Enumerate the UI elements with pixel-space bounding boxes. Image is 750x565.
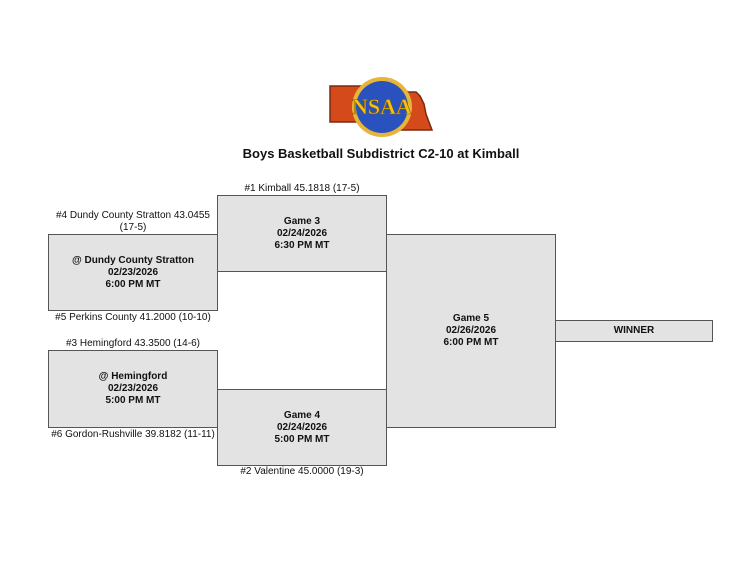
nsaa-logo: NSAA xyxy=(329,77,434,137)
game-name: @ Dundy County Stratton xyxy=(72,254,194,266)
game-name: @ Hemingford xyxy=(98,371,168,382)
winner-box: WINNER xyxy=(555,320,713,342)
game-1-box: @ Dundy County Stratton 02/23/2026 6:00 … xyxy=(48,234,218,311)
game-date: 02/23/2026 xyxy=(107,383,159,394)
page-title: Boys Basketball Subdistrict C2-10 at Kim… xyxy=(242,146,520,161)
game-name: Game 3 xyxy=(283,215,321,227)
team-seed-5: #5 Perkins County 41.2000 (10-10) xyxy=(55,312,211,323)
team-seed-3: #3 Hemingford 43.3500 (14-6) xyxy=(66,338,200,349)
game-time: 6:00 PM MT xyxy=(443,337,499,348)
game-date: 02/23/2026 xyxy=(107,266,159,278)
game-5-box: Game 5 02/26/2026 6:00 PM MT xyxy=(386,234,556,428)
game-time: 6:00 PM MT xyxy=(105,278,161,290)
game-time: 6:30 PM MT xyxy=(274,239,330,251)
game-date: 02/24/2026 xyxy=(276,421,328,433)
team-seed-6: #6 Gordon-Rushville 39.8182 (11-11) xyxy=(51,429,215,440)
seal-letters: NSAA xyxy=(352,94,412,119)
game-date: 02/26/2026 xyxy=(445,325,497,336)
seal-circle xyxy=(356,81,408,133)
team-seed-1: #1 Kimball 45.1818 (17-5) xyxy=(244,183,360,194)
game-2-box: @ Hemingford 02/23/2026 5:00 PM MT xyxy=(48,350,218,428)
game-name: Game 4 xyxy=(283,409,321,421)
game-3-box: Game 3 02/24/2026 6:30 PM MT xyxy=(217,195,387,272)
team-seed-2: #2 Valentine 45.0000 (19-3) xyxy=(240,466,364,477)
team-seed-4: #4 Dundy County Stratton 43.0455 (17-5) xyxy=(56,210,210,233)
game-name: Game 5 xyxy=(452,313,490,324)
game-date: 02/24/2026 xyxy=(276,227,328,239)
game-4-box: Game 4 02/24/2026 5:00 PM MT xyxy=(217,389,387,466)
game-time: 5:00 PM MT xyxy=(105,395,161,406)
winner-label: WINNER xyxy=(613,325,655,336)
game-time: 5:00 PM MT xyxy=(274,433,330,445)
